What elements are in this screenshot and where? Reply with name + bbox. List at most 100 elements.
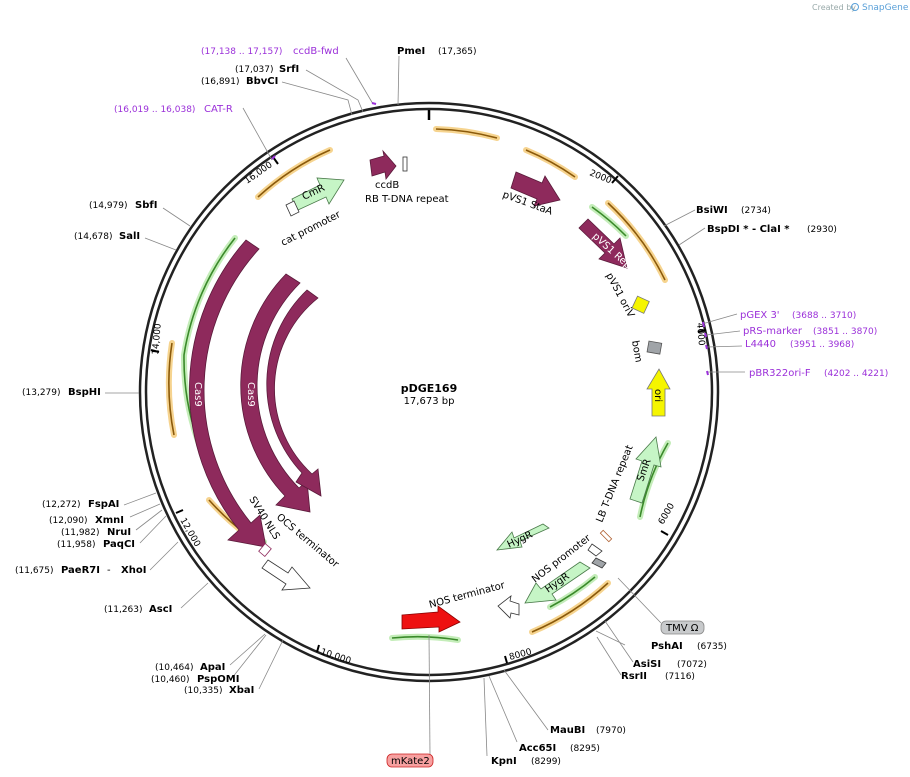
site-name: PaqCI	[103, 539, 135, 550]
feature-label: cat promoter	[279, 209, 343, 249]
site-sbfi[interactable]: (14,979) SbfI	[89, 200, 157, 211]
feature-mkate2-label[interactable]: mKate2	[386, 753, 434, 768]
site-name: PmeI	[397, 46, 425, 57]
site-name: BspHI	[68, 387, 101, 398]
feature-ori[interactable]: ori	[646, 368, 671, 417]
feature-label: LB T-DNA repeat	[595, 444, 636, 524]
site-paqci[interactable]: (11,958) PaqCI	[57, 539, 135, 550]
site-pos: (7116)	[665, 672, 695, 682]
feature-label: RB T-DNA repeat	[365, 194, 449, 205]
feature-label: NOS terminator	[428, 580, 507, 611]
tick-label: 4000	[694, 322, 706, 346]
primer-l4440[interactable]: L4440 (3951 .. 3968)	[745, 339, 854, 350]
site-apai[interactable]: (10,464) ApaI	[155, 662, 225, 673]
site-pos: (11,675)	[15, 566, 54, 576]
site-pos: (16,891)	[201, 77, 240, 87]
site-pos: (12,090)	[49, 516, 88, 526]
feature-hygr-inner[interactable]: HygR	[496, 523, 550, 551]
snapgene-logo-icon	[851, 3, 859, 11]
site-srfi[interactable]: (17,037) SrfI	[235, 64, 299, 75]
primer-pos: (4202 .. 4221)	[824, 369, 888, 379]
site-name: NruI	[107, 527, 131, 538]
site-bsphi[interactable]: (13,279) BspHI	[22, 387, 101, 398]
site-xmni[interactable]: (12,090) XmnI	[49, 515, 124, 526]
site-maubi[interactable]: MauBI (7970)	[550, 725, 626, 736]
primer-name: pRS-marker	[743, 326, 803, 337]
site-name: SalI	[119, 231, 140, 242]
site-acc65i[interactable]: Acc65I (8295)	[519, 743, 600, 754]
primer-name: ccdB-fwd	[293, 46, 339, 57]
site-bbvci[interactable]: (16,891) BbvCI	[201, 76, 278, 87]
primer-name: CAT-R	[204, 104, 233, 115]
feature-label: bom	[629, 340, 644, 364]
site-sali[interactable]: (14,678) SalI	[74, 231, 140, 242]
site-name: RsrII	[621, 671, 647, 682]
site-pos: (2734)	[741, 206, 771, 216]
feature-lb-tdna[interactable]: LB T-DNA repeat	[595, 444, 636, 543]
site-name: AsiSI	[633, 659, 661, 670]
feature-ccdb[interactable]: ccdB	[369, 149, 399, 191]
feature-cmr[interactable]: CmR	[291, 177, 345, 211]
feature-bom[interactable]: bom	[629, 340, 663, 364]
feature-rb-tdna[interactable]: RB T-DNA repeat	[365, 156, 449, 205]
site-pos: (10,335)	[184, 686, 223, 696]
site-pos: (17,037)	[235, 65, 274, 75]
site-asisi[interactable]: AsiSI (7072)	[633, 659, 707, 670]
site-pos: (8299)	[531, 757, 561, 767]
primer-cat-r[interactable]: (16,019 .. 16,038) CAT-R	[114, 104, 233, 115]
site-bsiwi[interactable]: BsiWI (2734)	[696, 205, 771, 216]
site-pos: (11,958)	[57, 540, 96, 550]
tick-label: 2000	[588, 169, 613, 187]
primer-pbr322ori-f[interactable]: pBR322ori-F (4202 .. 4221)	[749, 368, 888, 379]
site-name: AscI	[149, 604, 172, 615]
site-name: PspOMI	[197, 674, 239, 685]
primer-ccdb-fwd[interactable]: (17,138 .. 17,157) ccdB-fwd	[201, 46, 339, 57]
site-pshai[interactable]: PshAI (6735)	[651, 641, 727, 652]
feature-promoter-marker[interactable]	[587, 543, 607, 569]
site-pos: (17,365)	[438, 47, 477, 57]
site-fspai[interactable]: (12,272) FspAI	[42, 499, 119, 510]
tick-label: 14,000	[151, 323, 164, 356]
snapgene-brand: SnapGene	[862, 3, 909, 13]
site-pos: (7072)	[677, 660, 707, 670]
site-bspdi-clai[interactable]: BspDI * - ClaI * (2930)	[707, 224, 837, 235]
site-name: KpnI	[491, 756, 517, 767]
site-pmei[interactable]: PmeI (17,365)	[397, 46, 477, 57]
primer-marks	[271, 102, 709, 376]
primer-pos: (3688 .. 3710)	[792, 311, 856, 321]
site-pos: (2930)	[807, 225, 837, 235]
feature-label: Cas9	[245, 382, 256, 407]
site-name: XmnI	[95, 515, 124, 526]
feature-tmv-omega[interactable]: TMV Ω	[660, 620, 705, 635]
site-kpni[interactable]: KpnI (8299)	[491, 756, 561, 767]
feature-smr[interactable]: SmR	[629, 436, 662, 504]
feature-cas9-2[interactable]: Cas9	[240, 273, 311, 513]
site-name: SrfI	[279, 64, 299, 75]
site-name: BsiWI	[696, 205, 728, 216]
feature-mkate2[interactable]	[401, 605, 461, 633]
primer-name: pGEX 3'	[740, 310, 780, 321]
site-xbai[interactable]: (10,335) XbaI	[184, 685, 254, 696]
primer-prs-marker[interactable]: pRS-marker (3851 .. 3870)	[743, 326, 877, 337]
tick-label: 10,000	[319, 647, 352, 666]
site-asci[interactable]: (11,263) AscI	[104, 604, 172, 615]
site-paer7i-xhoi[interactable]: (11,675) PaeR7I - XhoI	[15, 565, 146, 576]
site-nrui[interactable]: (11,982) NruI	[61, 527, 131, 538]
feature-cat-promoter[interactable]: cat promoter	[279, 200, 343, 249]
feature-label: pVS1 oriV	[603, 271, 636, 320]
site-pspomi[interactable]: (10,460) PspOMI	[151, 674, 239, 685]
leader-lines	[105, 55, 745, 757]
site-rsrii[interactable]: RsrII (7116)	[621, 671, 695, 682]
site-pos: (12,272)	[42, 500, 81, 510]
feature-label: ccdB	[375, 180, 399, 191]
site-name: XbaI	[229, 685, 254, 696]
site-pos: (13,279)	[22, 388, 61, 398]
primer-name: pBR322ori-F	[749, 368, 811, 379]
site-name: ApaI	[200, 662, 225, 673]
feature-pvs1-staa[interactable]: pVS1 StaA	[501, 171, 561, 218]
primer-pgex3[interactable]: pGEX 3' (3688 .. 3710)	[740, 310, 856, 321]
primer-pos: (3951 .. 3968)	[790, 340, 854, 350]
feature-label: Cas9	[192, 382, 203, 407]
feature-cas9-3[interactable]: Cas9	[266, 289, 322, 497]
feature-pvs1-oriv[interactable]: pVS1 oriV	[603, 271, 650, 320]
